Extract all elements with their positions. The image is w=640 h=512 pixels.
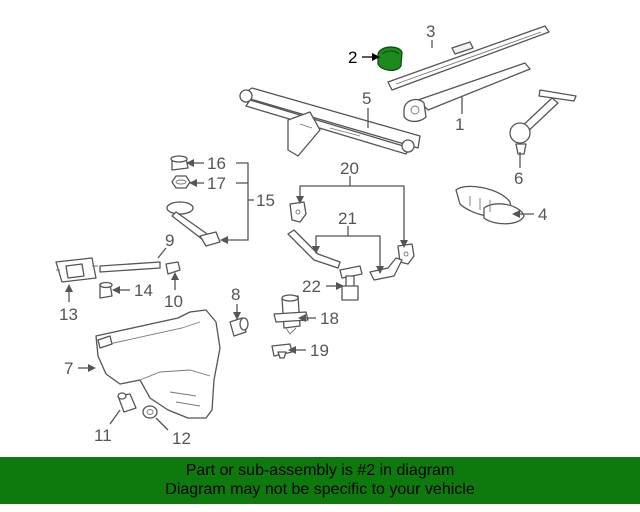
callout-21: 21	[338, 209, 357, 228]
cap-seal[interactable]	[171, 175, 191, 189]
leader-lines	[65, 40, 534, 431]
callout-4: 4	[538, 205, 547, 224]
wiper-linkage[interactable]	[239, 87, 421, 157]
parts-diagram: 1 2 3 4 5 6 7 8 9 10 11 12 13 14 15 16 1…	[55, 22, 577, 448]
callout-12: 12	[172, 429, 191, 448]
callout-16: 16	[207, 154, 226, 173]
wiper-arm[interactable]	[403, 62, 531, 123]
callout-3: 3	[426, 22, 435, 41]
wiper-blade[interactable]	[387, 25, 550, 91]
washer-hose[interactable]	[99, 261, 161, 273]
reservoir-cap[interactable]	[170, 155, 189, 171]
mounting-bracket[interactable]	[55, 257, 98, 283]
callout-18: 18	[320, 309, 339, 328]
washer-reservoir[interactable]	[95, 309, 221, 419]
callout-11: 11	[94, 426, 112, 445]
banner-line-disclaimer: Diagram may not be specific to your vehi…	[165, 481, 475, 498]
pump-seal-b[interactable]	[142, 405, 158, 419]
spray-nozzle-left[interactable]	[289, 201, 307, 223]
hose-connector[interactable]	[165, 261, 181, 275]
callout-19: 19	[310, 341, 329, 360]
callout-17: 17	[207, 174, 226, 193]
callout-22: 22	[302, 277, 321, 296]
callout-9: 9	[165, 231, 174, 250]
nozzle-hose[interactable]	[287, 229, 403, 281]
callout-5: 5	[362, 89, 371, 108]
callout-labels: 1 2 3 4 5 6 7 8 9 10 11 12 13 14 15 16 1…	[59, 22, 547, 448]
callout-2: 2	[348, 48, 357, 67]
callout-14: 14	[134, 281, 153, 300]
pump-cap[interactable]	[271, 343, 293, 359]
grommet[interactable]	[99, 281, 113, 299]
wiper-motor[interactable]	[455, 185, 525, 225]
pump-grommet[interactable]	[229, 317, 249, 337]
callout-8: 8	[231, 285, 240, 304]
info-banner: Part or sub-assembly is #2 in diagram Di…	[0, 457, 640, 504]
callout-7: 7	[64, 359, 73, 378]
washer-pump[interactable]	[273, 294, 309, 335]
filler-neck[interactable]	[166, 201, 221, 247]
callout-6: 6	[514, 169, 523, 188]
wiper-crank[interactable]	[509, 89, 577, 155]
highlighted-part[interactable]	[377, 46, 403, 71]
t-connector[interactable]	[339, 265, 363, 301]
callout-15: 15	[256, 191, 275, 210]
callout-1: 1	[455, 115, 464, 134]
callout-20: 20	[340, 159, 359, 178]
callout-13: 13	[59, 305, 78, 324]
banner-line-part-number: Part or sub-assembly is #2 in diagram	[185, 462, 455, 479]
pump-seal-a[interactable]	[117, 392, 137, 413]
callout-10: 10	[164, 292, 183, 311]
